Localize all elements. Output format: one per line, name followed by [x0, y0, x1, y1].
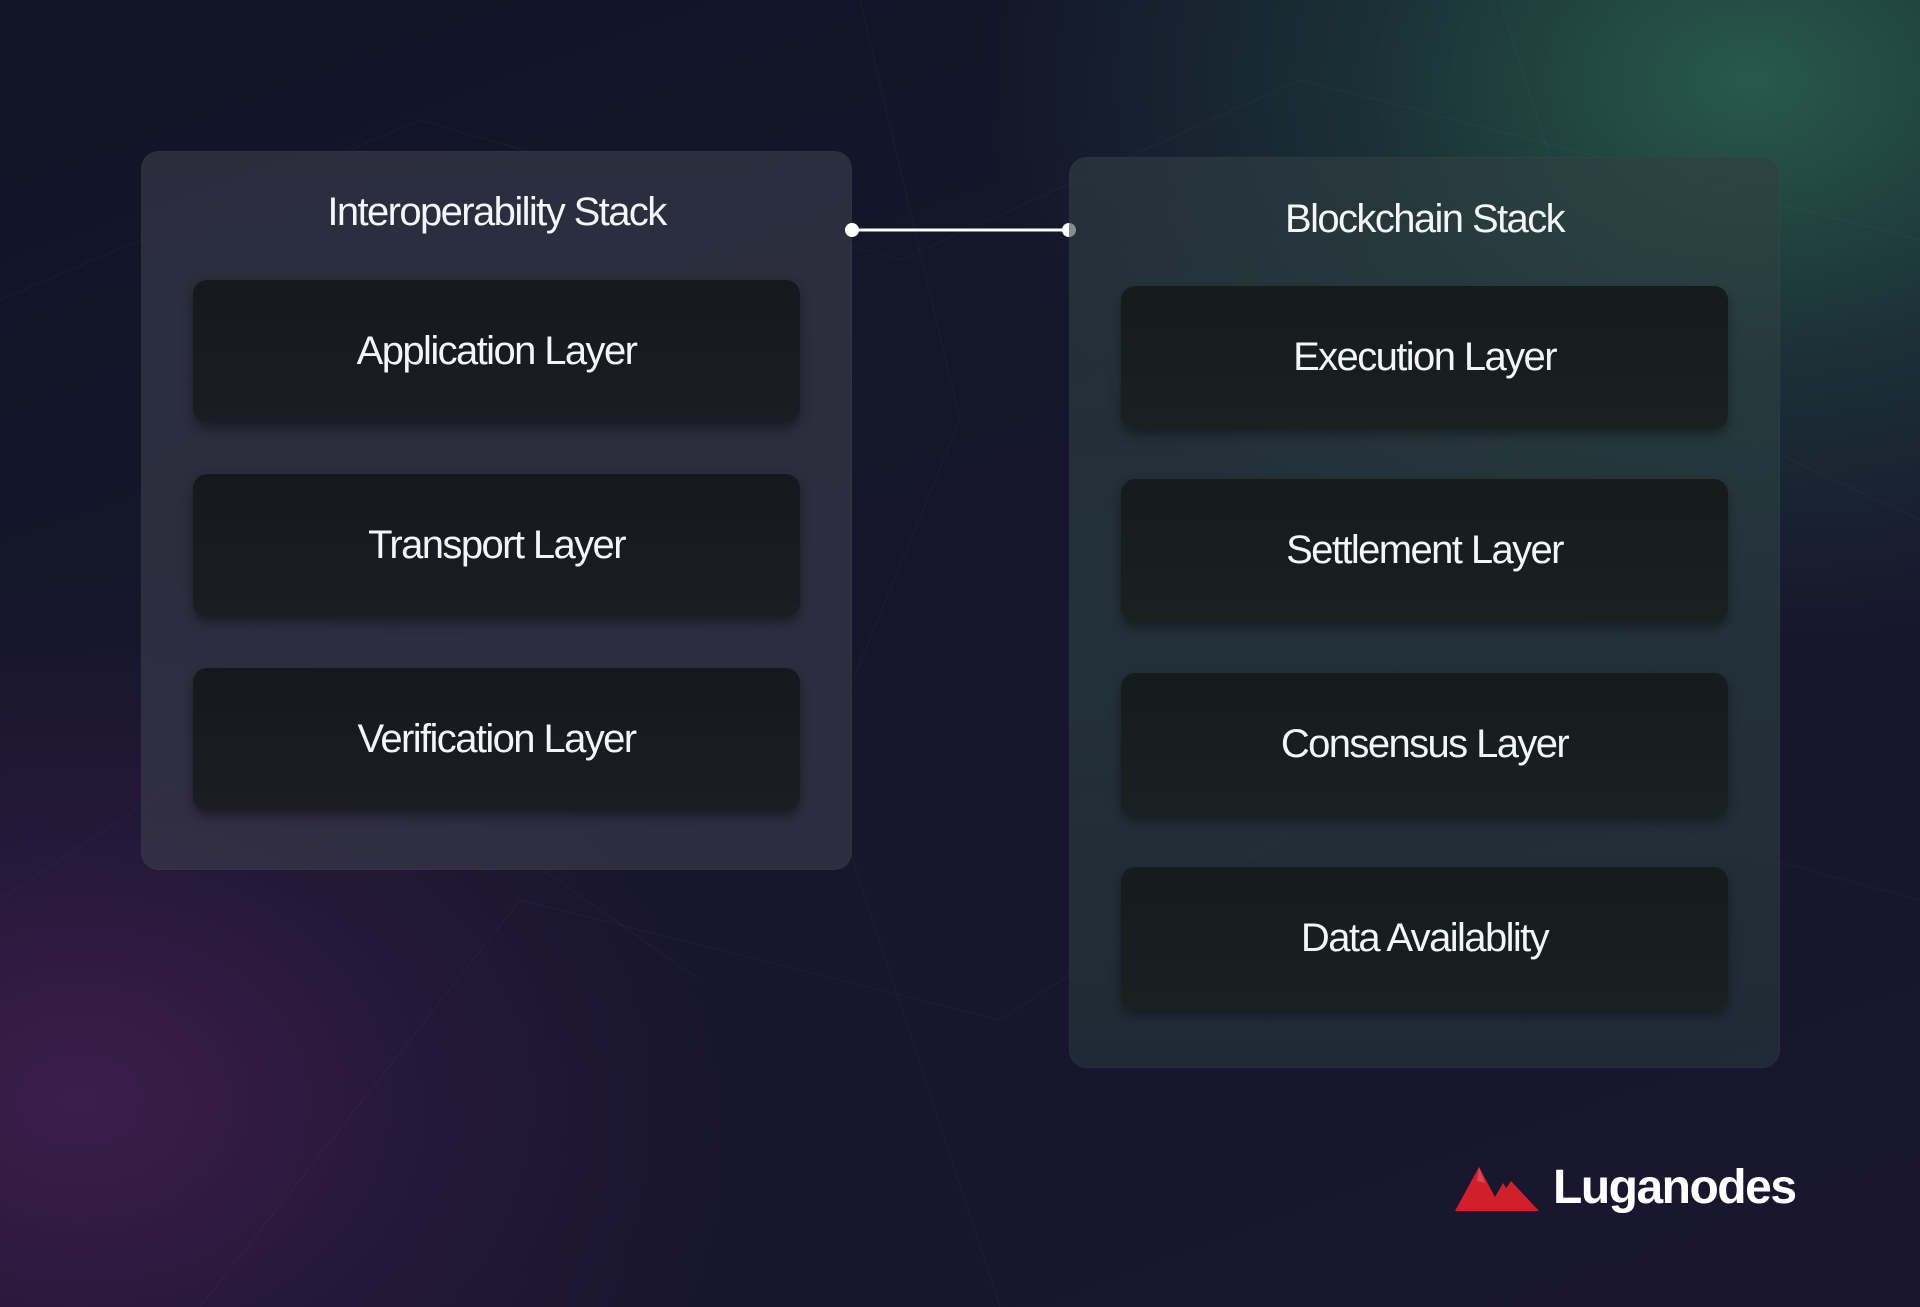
verification-layer-box: Verification Layer — [193, 668, 800, 811]
red-mountain-logo-icon — [1455, 1166, 1539, 1211]
data-availability-box: Data Availablity — [1121, 867, 1728, 1010]
settlement-layer-box: Settlement Layer — [1121, 479, 1728, 622]
consensus-layer-box: Consensus Layer — [1121, 673, 1728, 816]
transport-layer-box: Transport Layer — [193, 474, 800, 617]
interoperability-stack-panel: Interoperability Stack Application Layer… — [141, 151, 852, 870]
interoperability-stack-title: Interoperability Stack — [327, 190, 667, 234]
brand-lockup: Luganodes — [1455, 1160, 1797, 1215]
stack-connector-line — [845, 223, 1076, 237]
application-layer-box: Application Layer — [193, 280, 800, 423]
blockchain-stack-title: Blockchain Stack — [1285, 197, 1566, 241]
brand-name: Luganodes — [1553, 1161, 1797, 1214]
execution-layer-box: Execution Layer — [1121, 286, 1728, 429]
connector-dot-left — [845, 223, 859, 237]
blockchain-stack-panel: Blockchain Stack Execution Layer Settlem… — [1069, 157, 1780, 1068]
